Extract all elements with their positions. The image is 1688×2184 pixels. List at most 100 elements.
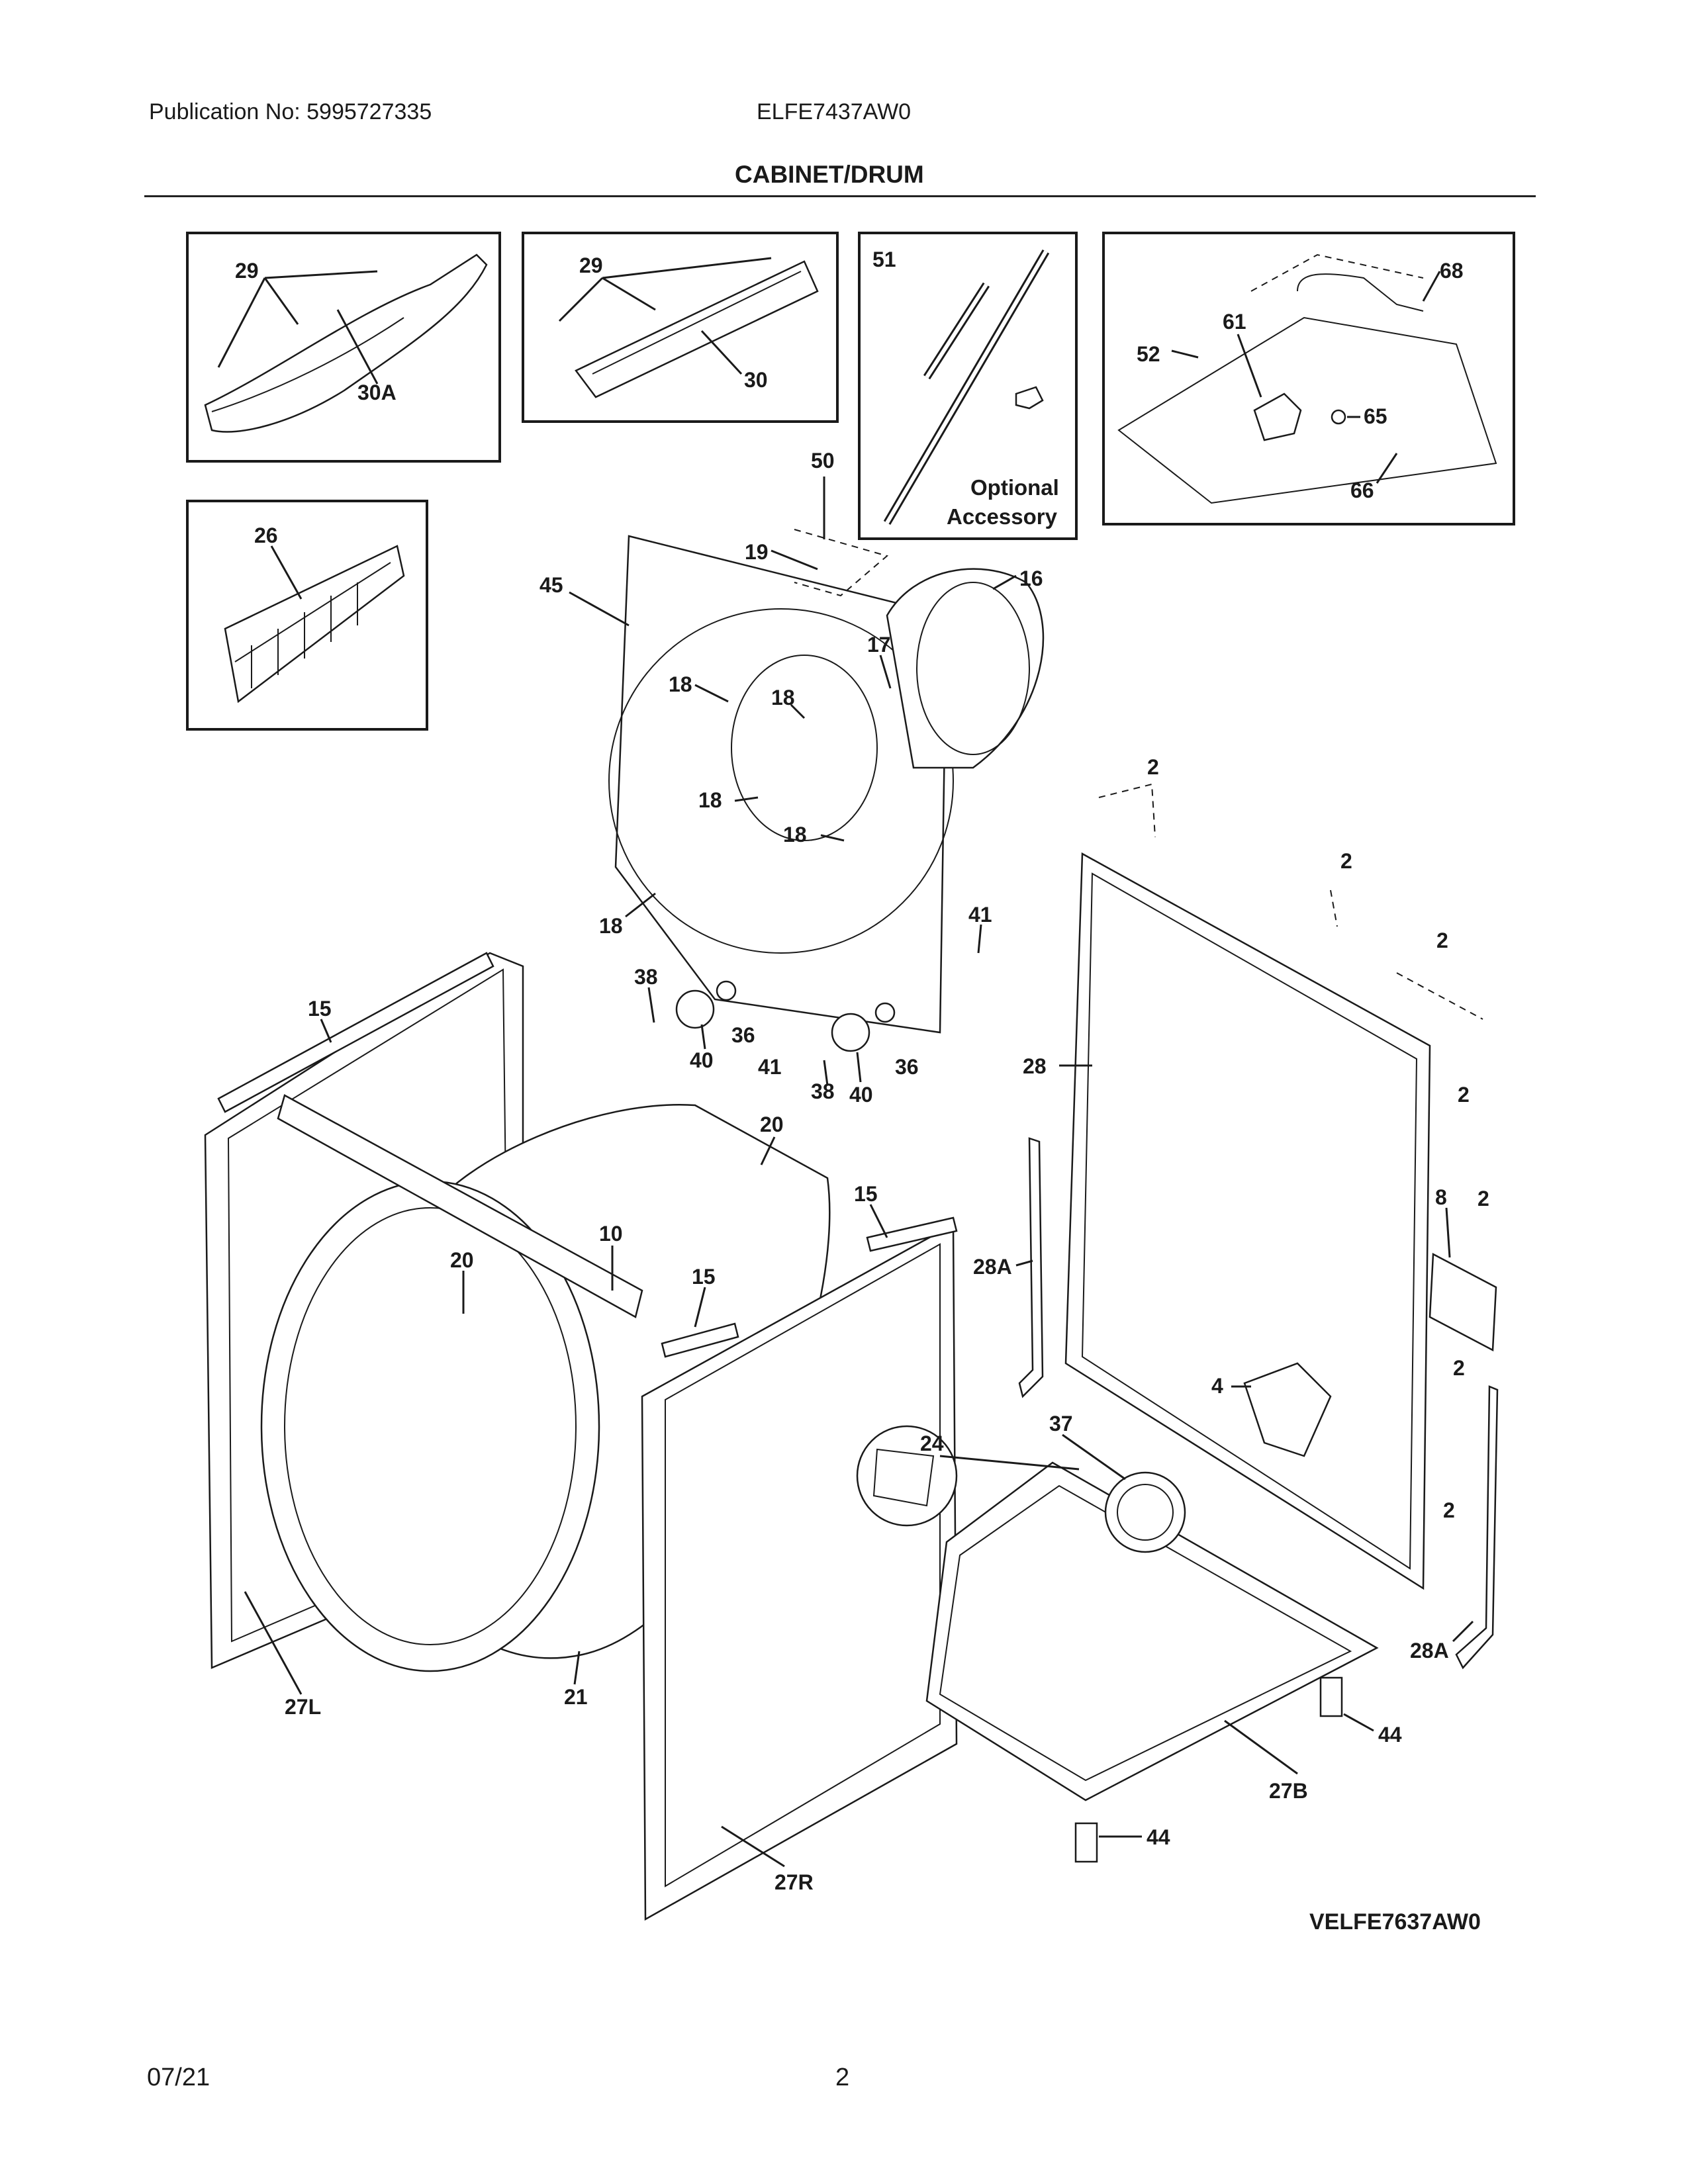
leader-28aa (1015, 1259, 1033, 1267)
callout-28a: 28A (1410, 1639, 1449, 1662)
leader-30 (700, 330, 743, 375)
callout-41: 41 (758, 1055, 782, 1079)
callout-65: 65 (1364, 404, 1387, 428)
part-37-blower-ring (1104, 1471, 1186, 1553)
callout-8: 8 (1435, 1185, 1447, 1209)
part-51-hoses (883, 249, 1050, 525)
leader-18c (734, 796, 759, 802)
part-15-strip-right (866, 1216, 958, 1252)
callout-2: 2 (1436, 929, 1448, 952)
callout-27b: 27B (1269, 1779, 1308, 1803)
part-8-control-cover (1429, 1252, 1497, 1352)
optional-label-line2: Accessory (947, 504, 1058, 529)
leader-29b-2 (602, 277, 656, 311)
callout-40: 40 (690, 1048, 714, 1072)
leader-27r (721, 1825, 785, 1868)
callout-38: 38 (811, 1079, 835, 1103)
callout-21: 21 (564, 1685, 588, 1709)
callout-38: 38 (634, 965, 658, 989)
callout-20: 20 (760, 1113, 784, 1136)
leader-18a (694, 684, 729, 703)
optional-label-line1: Optional (970, 475, 1059, 500)
callout-52: 52 (1137, 342, 1160, 366)
dash-panel-screws (1098, 783, 1483, 1020)
callout-41: 41 (968, 903, 992, 927)
part-roller-left (675, 980, 737, 1029)
leader-21 (573, 1651, 581, 1685)
callout-29: 29 (579, 253, 603, 277)
part-4-duct (1243, 1362, 1332, 1457)
callout-44: 44 (1147, 1825, 1170, 1849)
part-15-strip-mid (661, 1322, 739, 1358)
leader-27l (244, 1591, 303, 1695)
leader-40a (700, 1024, 706, 1050)
callout-30: 30 (744, 368, 768, 392)
callout-26: 26 (254, 523, 278, 547)
part-10-front-bracket (277, 1094, 643, 1318)
publication-number: Publication No: 5995727335 (149, 99, 432, 124)
leader-19 (771, 549, 818, 570)
callout-61: 61 (1223, 310, 1246, 334)
callout-19: 19 (745, 540, 769, 564)
callout-16: 16 (1019, 567, 1043, 590)
leader-44a (1343, 1713, 1374, 1732)
callout-18: 18 (698, 788, 722, 812)
leader-15c (694, 1287, 706, 1328)
callout-30a: 30A (357, 381, 397, 404)
part-27b-base (925, 1461, 1379, 1801)
part-44-leveling-leg-front (1074, 1822, 1098, 1863)
callout-10: 10 (599, 1222, 623, 1246)
callout-27l: 27L (285, 1695, 321, 1719)
leader-15b (869, 1204, 888, 1238)
callout-36: 36 (895, 1055, 919, 1079)
leader-18e (625, 892, 656, 918)
header-rule (144, 195, 1536, 197)
part-28a-strap-left (1018, 1137, 1044, 1398)
callout-18: 18 (783, 823, 807, 846)
callout-18: 18 (771, 686, 795, 709)
part-30a-top-cover (204, 253, 488, 433)
part-28a-strap-right (1455, 1385, 1499, 1670)
callout-2: 2 (1443, 1498, 1455, 1522)
leader-27b (1224, 1719, 1298, 1775)
callout-51: 51 (872, 248, 896, 271)
leader-15a (320, 1019, 332, 1043)
leader-20a (760, 1136, 776, 1165)
callout-2: 2 (1340, 849, 1352, 873)
part-44-leveling-leg-right (1319, 1676, 1343, 1717)
diagram-credit: VELFE7637AW0 (1309, 1909, 1481, 1934)
leader-68 (1422, 271, 1441, 302)
leader-29a-3 (264, 270, 378, 279)
callout-2: 2 (1147, 755, 1159, 779)
leader-38b (823, 1060, 829, 1086)
leader-61 (1237, 334, 1262, 398)
callout-66: 66 (1350, 478, 1374, 502)
inset-water-valve (1102, 232, 1515, 525)
part-26-lint-filter (224, 545, 405, 704)
dash-sensor (794, 529, 889, 597)
callout-4: 4 (1211, 1374, 1223, 1398)
footer-page-number: 2 (835, 2064, 850, 2091)
callout-27r: 27R (774, 1870, 814, 1894)
leader-18d (820, 834, 845, 842)
footer-date: 07/21 (147, 2064, 211, 2091)
leader-29a-2 (263, 277, 299, 325)
leader-8 (1445, 1207, 1451, 1258)
leader-37 (1062, 1433, 1126, 1480)
part-16-heater-housing (886, 568, 1045, 769)
model-number: ELFE7437AW0 (757, 99, 912, 124)
part-water-valve-assembly (1117, 273, 1497, 504)
leader-38a (647, 987, 655, 1023)
section-title: CABINET/DRUM (735, 161, 924, 188)
leader-29a (217, 277, 266, 368)
leader-40b (856, 1052, 862, 1083)
callout-37: 37 (1049, 1412, 1073, 1435)
callout-2: 2 (1453, 1356, 1465, 1380)
leader-17 (879, 655, 892, 689)
part-30-top-cover (575, 260, 819, 398)
callout-28a: 28A (973, 1255, 1012, 1279)
leader-24 (939, 1455, 1080, 1471)
part-24-cover-plate (856, 1425, 958, 1527)
leader-41a (977, 924, 982, 954)
